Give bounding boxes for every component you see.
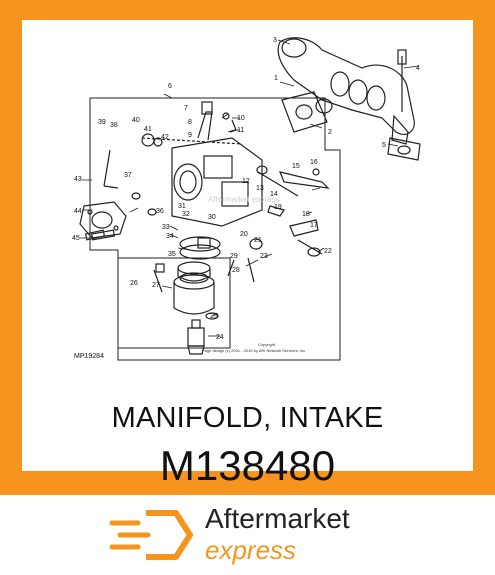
callout-30: 30 [208,214,216,221]
callout-43: 43 [74,176,82,183]
callout-27: 27 [152,282,160,289]
callout-2: 2 [328,129,332,136]
callout-7: 7 [184,105,188,112]
subassembly-outline [89,97,341,361]
copyright-line2: Page design (c) 2001 - 2019 by ARI Netwo… [202,348,306,353]
callout-28: 28 [232,267,240,274]
parts-diagram: 1 2 3 4 5 6 7 8 9 10 11 12 13 14 15 16 1… [72,37,421,361]
brand-name-line2: express [205,535,297,565]
inset-box [117,257,231,349]
callout-23: 23 [260,253,268,260]
callout-15: 15 [292,163,300,170]
callout-10: 10 [237,115,245,122]
brand-name-line1: Aftermarket [205,503,350,534]
callout-31: 31 [178,203,186,210]
callout-13: 13 [256,185,264,192]
callout-37: 37 [124,172,132,179]
callout-22: 22 [324,248,332,255]
callout-33: 33 [162,224,170,231]
part-number: M138480 [159,442,336,489]
callout-25: 25 [210,313,218,320]
callout-24: 24 [216,334,224,341]
callout-18: 18 [302,211,310,218]
callout-numbers: 1 2 3 4 5 6 7 8 9 10 11 12 13 14 15 16 1… [72,37,420,341]
callout-39: 39 [98,119,106,126]
orange-frame: 1 2 3 4 5 6 7 8 9 10 11 12 13 14 15 16 1… [0,0,495,495]
callout-44: 44 [74,208,82,215]
product-card: 1 2 3 4 5 6 7 8 9 10 11 12 13 14 15 16 1… [22,20,473,489]
watermark-text: Aftermarket express [208,195,280,204]
callout-11: 11 [237,127,244,134]
inset-bowl-drawing [153,263,215,315]
callout-4: 4 [416,65,420,72]
leader-lines [80,39,419,337]
callout-16: 16 [310,159,318,166]
solenoid-drawing [187,312,219,355]
callout-42: 42 [161,134,169,141]
callout-45: 45 [72,235,80,242]
callout-36: 36 [156,208,164,215]
part-name: MANIFOLD, INTAKE [111,402,384,434]
callout-8: 8 [188,119,192,126]
callout-29: 29 [230,253,238,260]
intake-manifold-drawing [277,37,421,161]
callout-5: 5 [382,142,386,149]
callout-14: 14 [270,191,278,198]
figure-id: MP19284 [74,353,104,360]
callout-19: 19 [274,204,282,211]
callout-17: 17 [310,222,318,229]
callout-21: 21 [254,237,262,244]
callout-41: 41 [144,126,152,133]
linkage-drawing [90,133,330,283]
carburetor-drawing [171,101,263,227]
gasket-drawing [79,201,127,241]
callout-35: 35 [168,251,176,258]
callout-40: 40 [132,117,140,124]
callout-12: 12 [242,178,250,185]
copyright-line1: Copyright [258,342,276,347]
callout-26: 26 [130,280,138,287]
callout-20: 20 [240,231,248,238]
callout-34: 34 [166,233,174,240]
bowl-drawing [177,236,221,284]
callout-32: 32 [182,211,190,218]
hexagon-arrow-logo-icon [109,510,193,560]
callout-9: 9 [188,132,192,139]
callout-3: 3 [273,37,277,44]
callout-38: 38 [110,122,118,129]
callout-6: 6 [168,83,172,90]
callout-1: 1 [274,75,278,82]
brand-footer: Aftermarket express [0,495,495,575]
